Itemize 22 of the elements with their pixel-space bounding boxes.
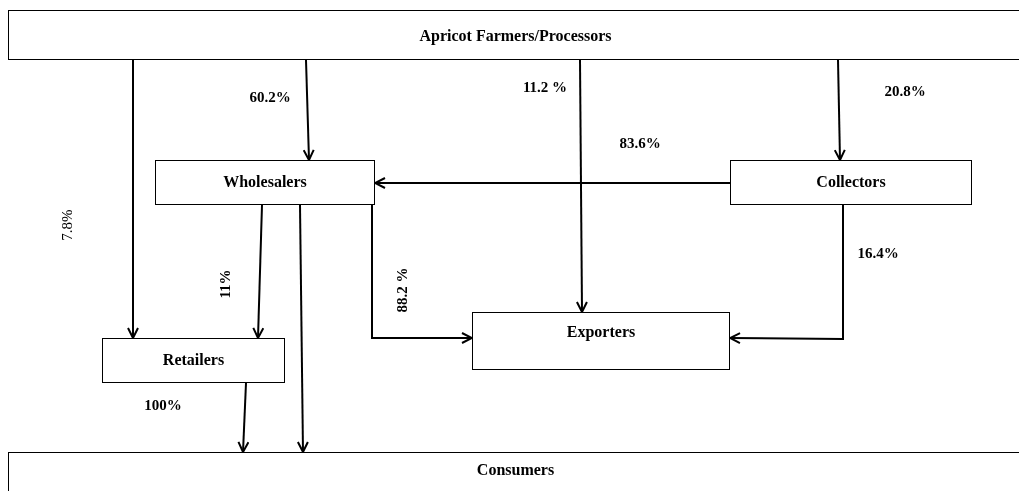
process-box xyxy=(730,160,972,205)
box-label: Collectors xyxy=(815,173,887,191)
arrow xyxy=(371,204,473,344)
box-label: Retailers xyxy=(161,351,226,369)
arrow xyxy=(296,204,309,453)
box-label: Wholesalers xyxy=(222,173,308,191)
box-label: Exporters xyxy=(565,323,637,341)
process-box xyxy=(155,160,375,205)
process-box xyxy=(8,10,1019,60)
arrow xyxy=(729,204,844,345)
process-box xyxy=(472,312,730,370)
arrow xyxy=(575,59,588,313)
box-label: Consumers xyxy=(475,461,556,479)
arrow xyxy=(302,59,315,161)
process-box xyxy=(102,338,285,383)
arrow xyxy=(374,177,731,189)
arrow xyxy=(237,382,250,453)
arrow xyxy=(127,59,139,339)
arrow xyxy=(833,59,846,161)
arrow xyxy=(252,204,265,339)
box-label: Apricot Farmers/Processors xyxy=(418,27,613,45)
process-box xyxy=(8,452,1019,491)
